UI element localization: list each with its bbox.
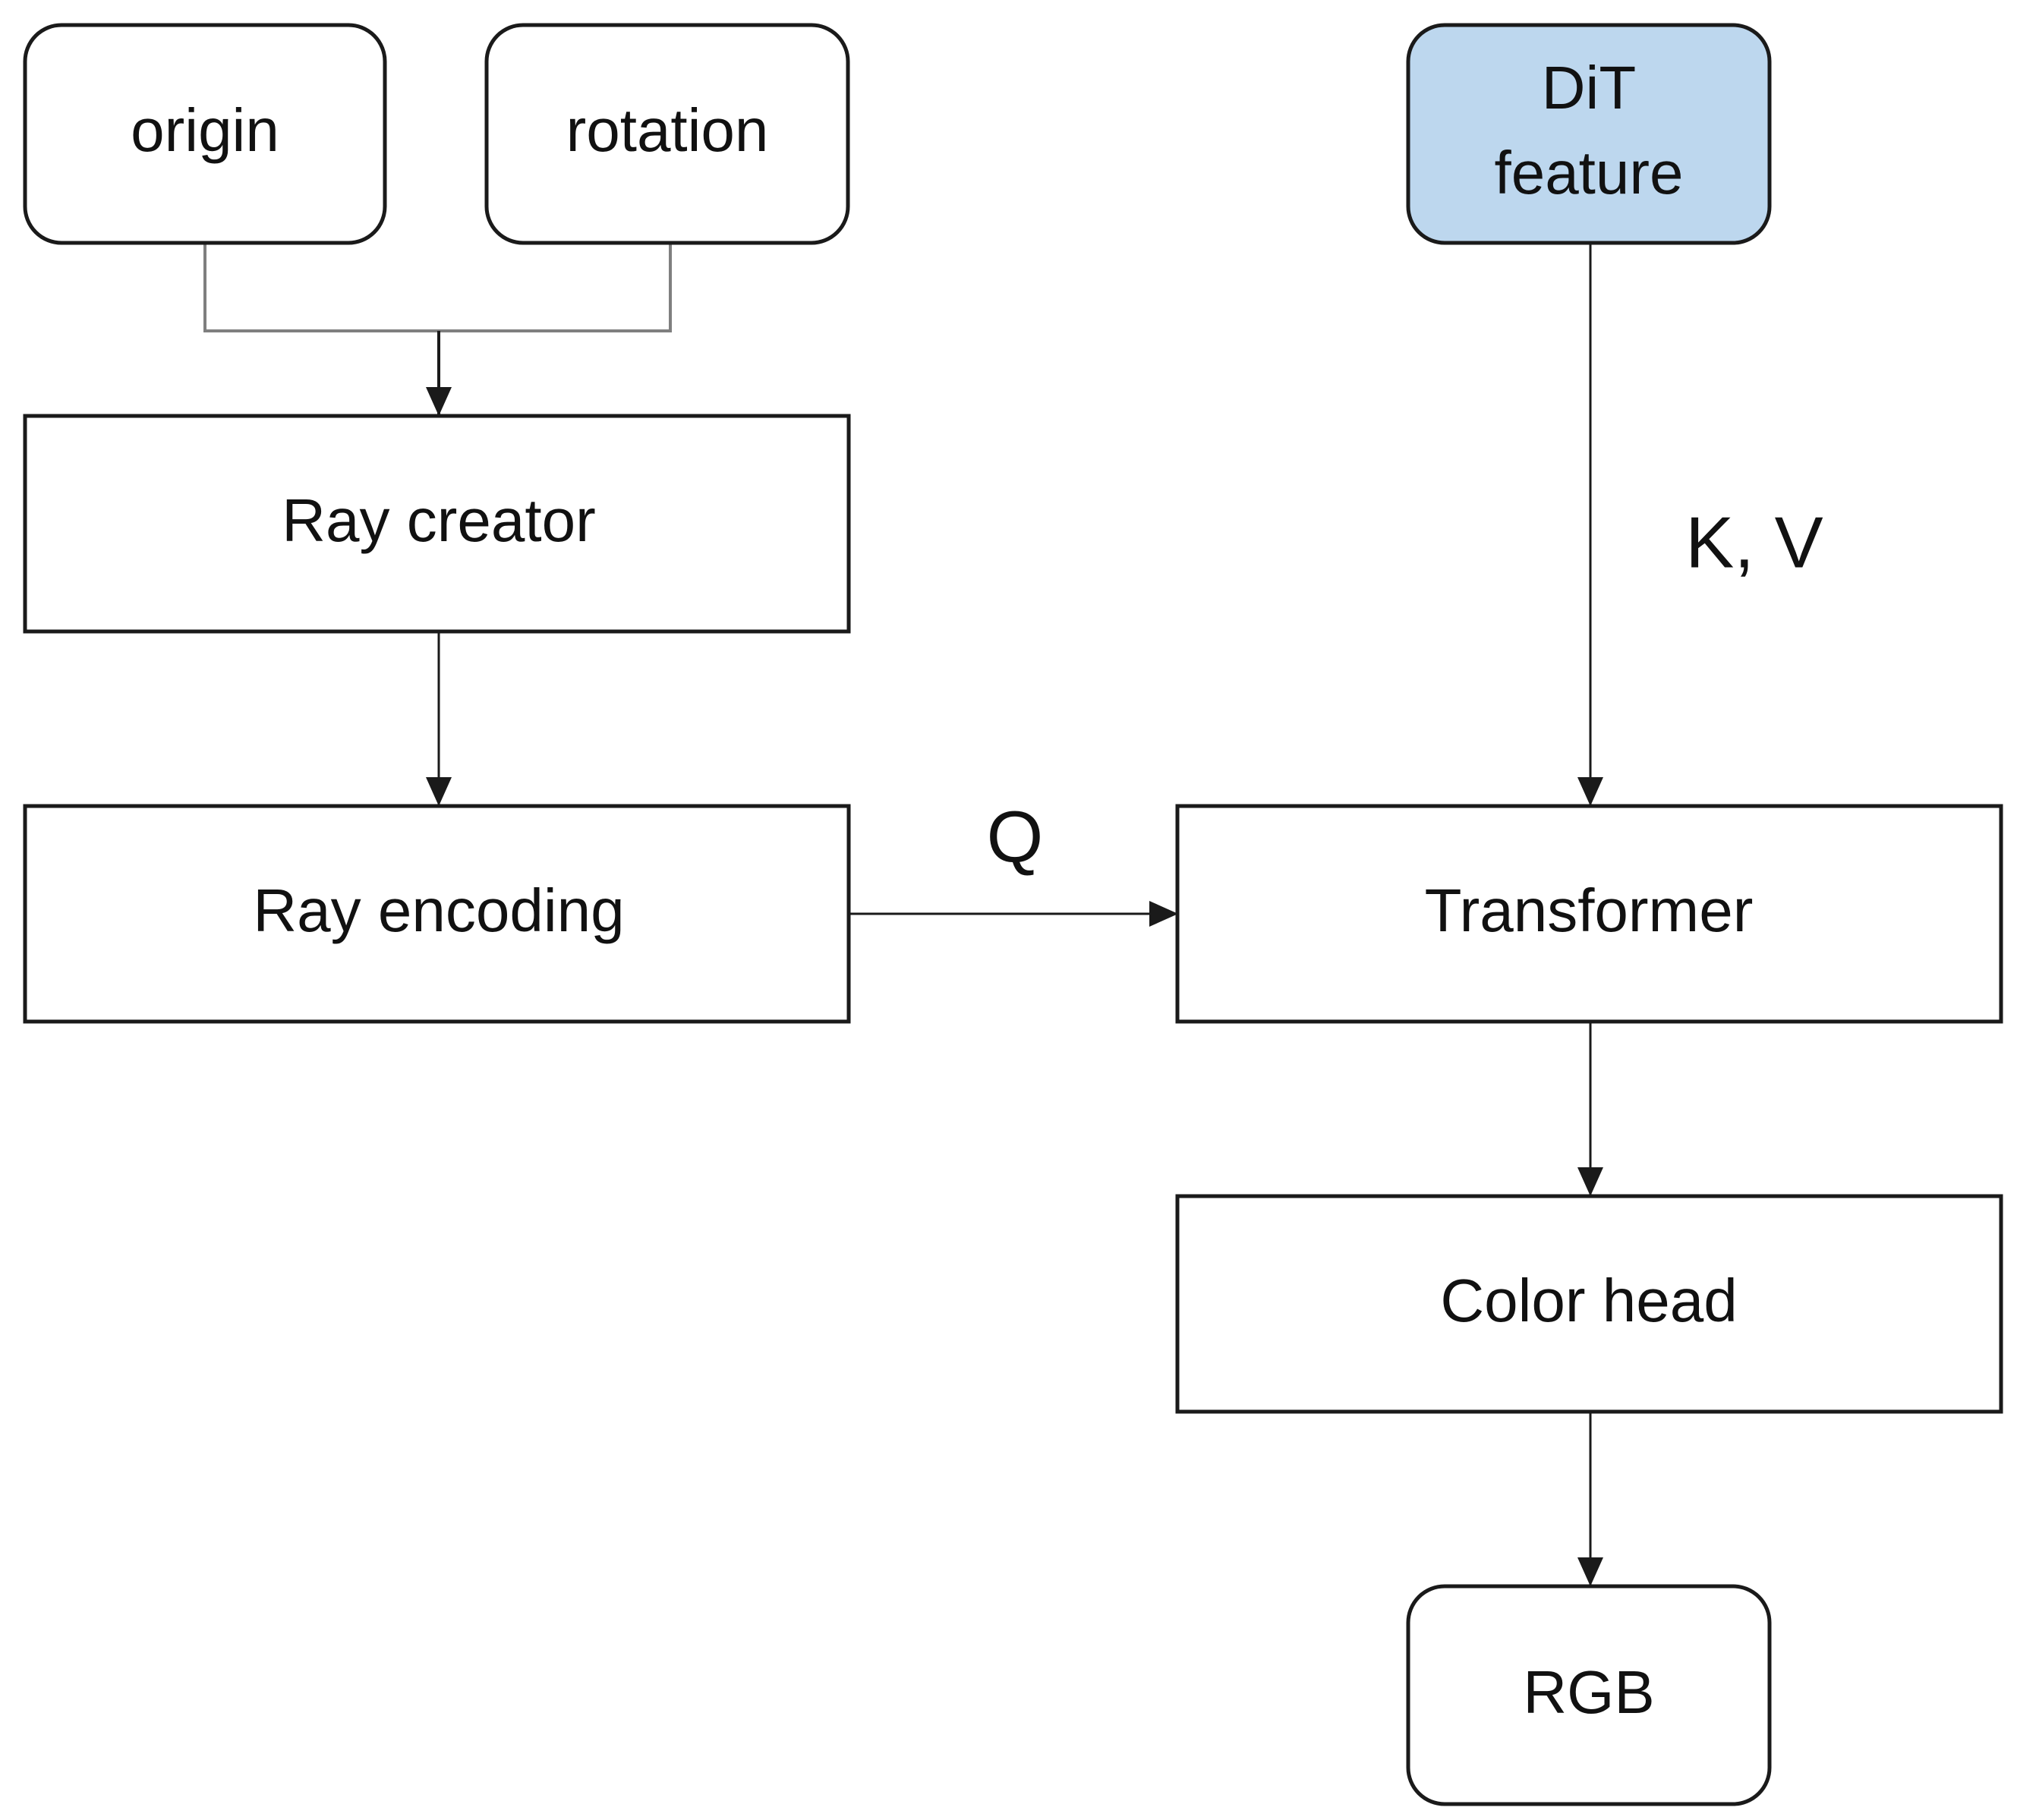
node-color-head-box (1175, 1194, 2003, 1414)
node-dit-feature: DiT feature (1406, 23, 1772, 245)
merge-connector-line (203, 244, 672, 332)
node-transformer-label: Transformer (1425, 877, 1754, 944)
node-dit-feature-label-line2: feature (1494, 139, 1683, 206)
node-ray-encoding: Ray encoding (23, 804, 851, 1024)
node-ray-creator-label: Ray creator (282, 486, 595, 554)
node-rotation: rotation (484, 23, 850, 245)
node-rotation-label: rotation (566, 96, 769, 164)
node-ray-creator-box (23, 414, 851, 634)
edge-label-kv: K, V (1685, 502, 1823, 583)
node-ray-encoding-box (23, 804, 851, 1024)
merge-connector (203, 244, 672, 416)
node-color-head: Color head (1175, 1194, 2003, 1414)
node-origin: origin (23, 23, 387, 245)
node-rgb-box (1406, 1584, 1772, 1806)
node-ray-encoding-label: Ray encoding (253, 877, 624, 944)
node-rotation-box (484, 23, 850, 245)
edge-label-q: Q (987, 796, 1044, 877)
node-origin-box (23, 23, 387, 245)
node-rgb-label: RGB (1523, 1658, 1654, 1726)
node-ray-creator: Ray creator (23, 414, 851, 634)
node-rgb: RGB (1406, 1584, 1772, 1806)
node-dit-feature-label-line1: DiT (1542, 54, 1636, 121)
node-color-head-label: Color head (1440, 1267, 1737, 1334)
node-transformer: Transformer (1175, 804, 2003, 1024)
node-transformer-box (1175, 804, 2003, 1024)
node-dit-feature-box (1406, 23, 1772, 245)
node-origin-label: origin (131, 96, 279, 164)
